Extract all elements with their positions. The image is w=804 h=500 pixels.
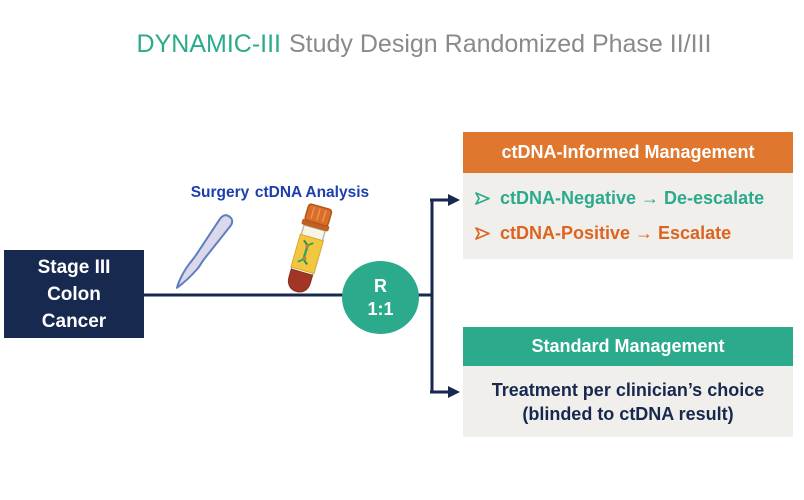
patient-box-line: Colon [47, 283, 101, 305]
standard-body-line: (blinded to ctDNA result) [522, 403, 734, 424]
chevron-arrowhead-icon [474, 191, 491, 206]
blood-tube-icon [287, 203, 333, 293]
ctdna-informed-header: ctDNA-Informed Management [463, 132, 793, 173]
bullet-ctdna-positive: ctDNA-Positive → Escalate [463, 216, 793, 251]
patient-box-line: Cancer [41, 310, 107, 332]
title-study-name: DYNAMIC-III [136, 30, 281, 58]
arrowhead-bottom-icon [448, 386, 460, 398]
patient-population-box: Stage III Colon Cancer [4, 250, 144, 338]
page-title: DYNAMIC-III Study Design Randomized Phase… [22, 30, 804, 59]
standard-body-line: Treatment per clinician’s choice [491, 379, 765, 400]
standard-management-body: Treatment per clinician’s choice (blinde… [463, 366, 793, 437]
scalpel-icon [175, 214, 234, 289]
randomization-circle: R 1:1 [342, 261, 419, 334]
bullet-ctdna-negative: ctDNA-Negative → De-escalate [463, 181, 793, 216]
randomization-ratio: 1:1 [367, 298, 394, 319]
ctdna-analysis-label: ctDNA Analysis [254, 184, 370, 201]
chevron-arrowhead-icon [474, 226, 491, 241]
standard-management-header: Standard Management [463, 327, 793, 366]
title-description: Study Design Randomized Phase II/III [289, 30, 712, 58]
patient-box-line: Stage III [37, 256, 111, 278]
ctdna-informed-body: ctDNA-Negative → De-escalate ctDNA-Posit… [463, 173, 793, 259]
bullet-ctdna-positive-text: ctDNA-Positive → Escalate [500, 223, 732, 243]
arm-standard-panel: Standard Management Treatment per clinic… [463, 327, 793, 437]
arm-ctdna-informed-panel: ctDNA-Informed Management ctDNA-Negative… [463, 132, 793, 259]
arrowhead-top-icon [448, 194, 460, 206]
surgery-label: Surgery [190, 184, 250, 201]
bullet-ctdna-negative-text: ctDNA-Negative → De-escalate [500, 188, 765, 208]
randomization-letter: R [374, 275, 387, 296]
